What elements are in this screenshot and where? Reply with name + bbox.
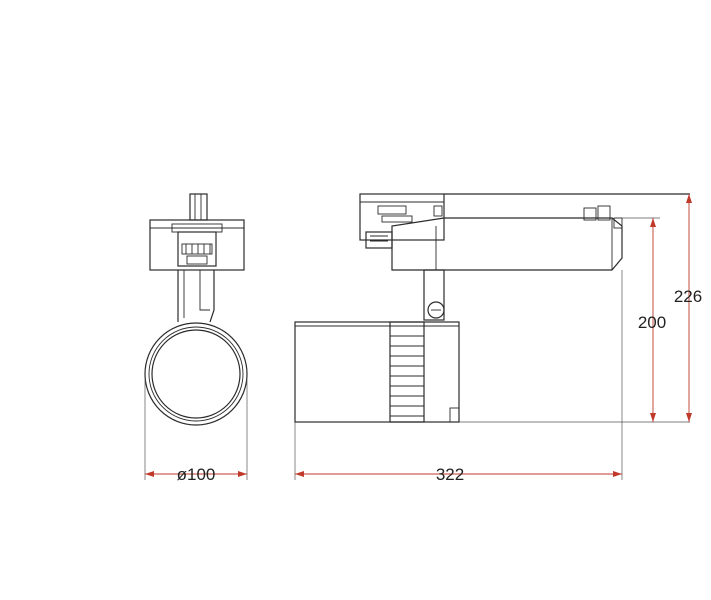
side-adapter-block bbox=[359, 193, 445, 249]
dimension-diameter: ø100 bbox=[145, 465, 247, 484]
side-stem bbox=[423, 269, 445, 321]
dimension-height-body: 200 bbox=[638, 218, 666, 422]
side-view bbox=[294, 193, 690, 480]
dimension-height-total: 226 bbox=[674, 194, 702, 422]
front-lamp-ring bbox=[144, 322, 248, 426]
dimension-length: 322 bbox=[295, 465, 622, 484]
dimension-diameter-label: ø100 bbox=[177, 465, 216, 484]
dimension-length-label: 322 bbox=[436, 465, 464, 484]
front-neck bbox=[177, 270, 215, 323]
front-view bbox=[144, 193, 248, 480]
front-top-stem bbox=[189, 193, 208, 221]
front-adapter-head bbox=[149, 219, 245, 271]
side-lamp-body bbox=[294, 321, 460, 423]
dimension-height-body-label: 200 bbox=[638, 313, 666, 332]
dimension-height-total-label: 226 bbox=[674, 287, 702, 306]
side-driver-housing bbox=[391, 205, 623, 271]
